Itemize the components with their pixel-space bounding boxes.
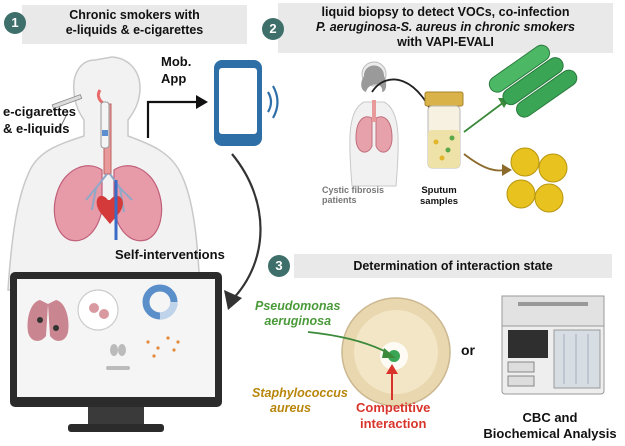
- panel3-number-badge: 3: [268, 255, 290, 277]
- staphylococcus-bacteria-icon: [506, 147, 568, 213]
- competitive-interaction-label: Competitive interaction: [356, 400, 430, 432]
- patients-label-line2: patients: [322, 195, 357, 205]
- samples-label-line1: Sputum: [421, 185, 457, 196]
- panel1-title-line2: e-liquids & e-cigarettes: [65, 23, 204, 37]
- sputum-jar-icon: [424, 91, 464, 169]
- panel3-title: Determination of interaction state: [353, 259, 553, 273]
- samples-label: Sputum samples: [420, 185, 458, 207]
- samples-label-line2: samples: [420, 196, 459, 207]
- patients-label: Cystic fibrosis patients: [322, 185, 384, 205]
- mobile-app-label: Mob. App: [161, 53, 191, 87]
- staphylococcus-label-line2: aureus: [270, 401, 311, 415]
- pseudomonas-label: Pseudomonas aeruginosa: [255, 299, 340, 329]
- cbc-label-line1: CBC and: [522, 410, 578, 425]
- or-label: or: [461, 342, 475, 358]
- pseudomonas-label-line1: Pseudomonas: [255, 299, 341, 313]
- cbc-analysis-label: CBC and Biochemical Analysis: [480, 410, 620, 442]
- panel3-title-banner: Determination of interaction state: [294, 254, 612, 278]
- staphylococcus-label-line1: Staphylococcus: [252, 386, 348, 400]
- arrow-jar-to-staph: [463, 153, 512, 176]
- arrow-phone-to-monitor: [224, 153, 262, 310]
- ecig-label-line2: & e-liquids: [3, 121, 70, 136]
- panel2-title-banner: liquid biopsy to detect VOCs, co-infecti…: [278, 3, 613, 53]
- panel2-title-line2: P. aeruginosa-S. aureus in chronic smoke…: [316, 20, 575, 34]
- patient-illustration: [349, 61, 399, 187]
- petri-dish-illustration: [341, 297, 451, 407]
- panel1-number-badge: 1: [4, 12, 26, 34]
- pseudomonas-bacteria-icon: [488, 44, 578, 118]
- ecig-label-line1: e-cigarettes: [3, 104, 76, 119]
- arrow-body-to-phone: [146, 95, 208, 138]
- staphylococcus-label: Staphylococcus aureus: [252, 386, 348, 416]
- panel1-title-banner: Chronic smokers with e-liquids & e-cigar…: [22, 5, 247, 44]
- panel2-title-line3: with VAPI-EVALI: [397, 35, 494, 49]
- smoker-body-illustration: [7, 56, 201, 291]
- smartphone-icon[interactable]: [212, 58, 287, 150]
- cbc-label-line2: Biochemical Analysis: [483, 426, 617, 441]
- panel1-title-line1: Chronic smokers with: [69, 8, 200, 22]
- patients-label-line1: Cystic fibrosis: [322, 185, 385, 195]
- monitor-icon: [10, 272, 222, 432]
- ecig-label: e-cigarettes & e-liquids: [3, 103, 76, 137]
- pseudomonas-label-line2: aeruginosa: [264, 314, 332, 328]
- arrow-competitive-interaction: [386, 364, 398, 400]
- competitive-label-line1: Competitive: [356, 400, 431, 415]
- mobile-app-label-line2: App: [161, 71, 187, 86]
- panel2-title-line1: liquid biopsy to detect VOCs, co-infecti…: [321, 5, 570, 19]
- panel2-number-badge: 2: [262, 18, 284, 40]
- lab-analyzer-icon: [501, 295, 605, 395]
- mobile-app-label-line1: Mob.: [161, 54, 192, 69]
- competitive-label-line2: interaction: [359, 416, 427, 431]
- arrow-pseudomonas-to-colony: [307, 331, 396, 358]
- vaporizer-icon: [100, 101, 110, 149]
- self-interventions-label: Self-interventions: [115, 247, 225, 262]
